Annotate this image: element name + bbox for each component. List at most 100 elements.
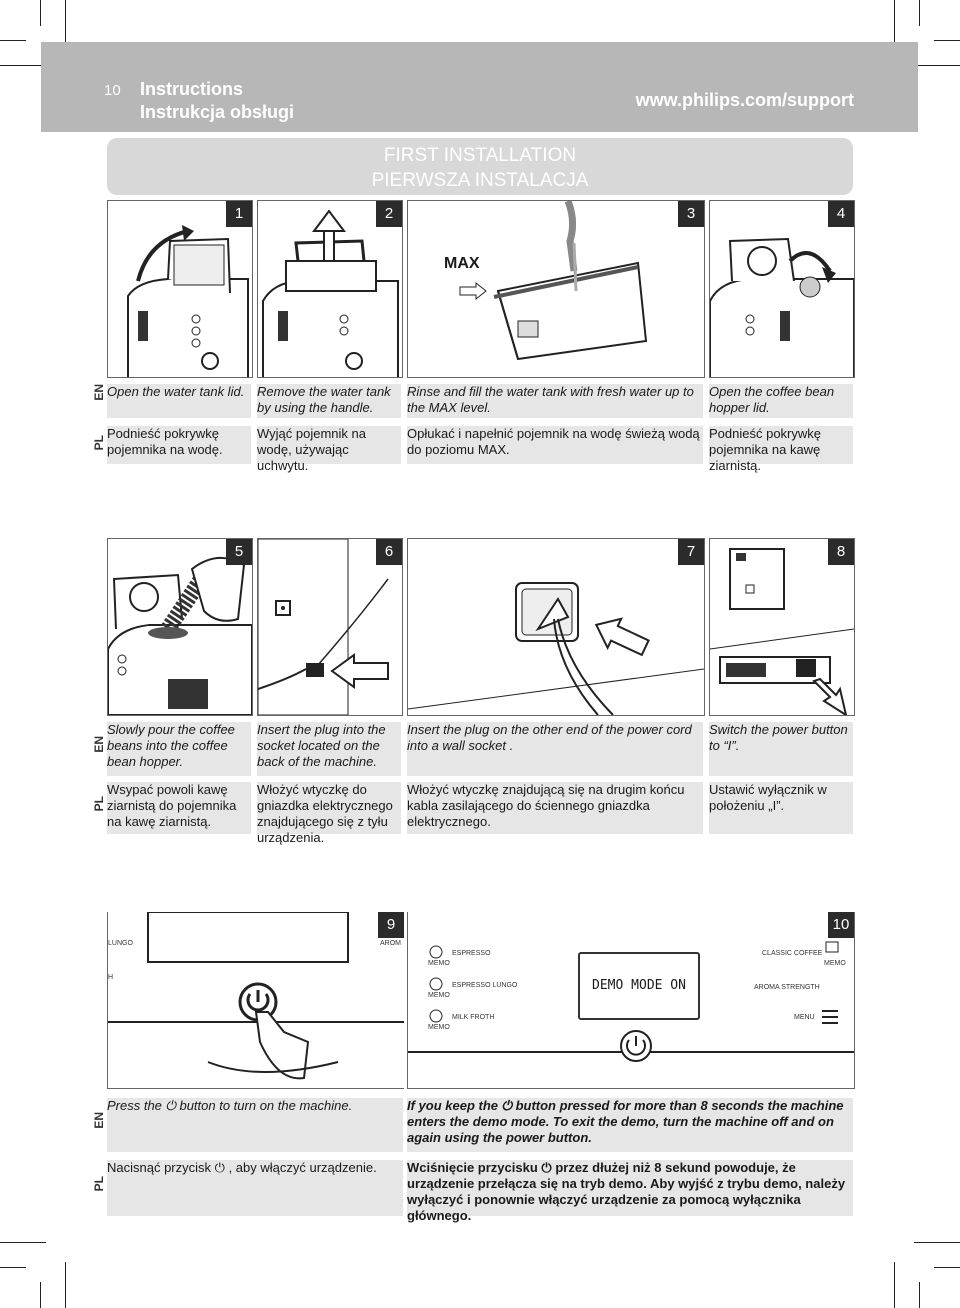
power-icon: ⏻ [541, 1160, 552, 1175]
crop-mark [40, 1282, 41, 1308]
crop-mark [0, 40, 26, 41]
step-7-illustration: 7 [407, 538, 705, 716]
step-3-text-pl: Opłukać i napełnić pojemnik na wodę świe… [407, 426, 703, 464]
crop-mark [934, 40, 960, 41]
control-panel-illustration [408, 941, 854, 1062]
crop-mark [919, 0, 920, 26]
machine-open-tank-lid-illustration [127, 225, 249, 377]
classic-coffee-label: CLASSIC COFFEE [762, 950, 823, 957]
plug-into-wall-illustration [408, 582, 704, 715]
press-power-button-illustration [108, 912, 404, 1080]
section-banner: FIRST INSTALLATION PIERWSZA INSTALACJA [107, 138, 853, 195]
step-10-text-pl-b: przez dłużej niż 8 sekund powoduje, że u… [407, 1160, 846, 1223]
header-title: Instructions Instrukcja obsługi [140, 78, 294, 124]
header-title-en: Instructions [140, 79, 244, 99]
aroma-strength-label: AROMA STRENGTH [754, 984, 820, 991]
power-switch-illustration [710, 548, 854, 715]
step-7-text-en: Insert the plug on the other end of the … [407, 722, 703, 776]
step-10-text-pl: Wciśnięcie przycisku ⏻ przez dłużej niż … [407, 1160, 853, 1223]
panel-lungo-label: LUNGO [108, 940, 133, 947]
step-1-text-pl: Podnieść pokrywkę pojemnika na wodę. [107, 426, 251, 464]
power-icon: ⏻ [501, 1098, 512, 1113]
crop-mark [65, 1262, 66, 1308]
step-8-text-en: Switch the power button to “I”. [709, 722, 853, 776]
step-2-illustration: 2 [257, 200, 403, 378]
step-5-text-en: Slowly pour the coffee beans into the co… [107, 722, 251, 776]
max-label: MAX [444, 255, 480, 272]
step-10-illustration: ESPRESSO ESPRESSO LUNGO MILK FROTH CLASS… [407, 912, 855, 1089]
step-1-text-en: Open the water tank lid. [107, 384, 251, 418]
lcd-display: DEMO MODE ON [578, 952, 700, 1020]
step-number: 1 [226, 201, 252, 227]
milk-froth-label: MILK FROTH [452, 1014, 495, 1021]
power-icon: ⏻ [165, 1098, 176, 1113]
crop-mark [919, 1282, 920, 1308]
panel-h-label: H [108, 974, 114, 981]
crop-mark [0, 1242, 46, 1243]
lang-label-pl: PL [92, 1176, 106, 1192]
pour-beans-illustration [108, 557, 252, 715]
support-url[interactable]: www.philips.com/support [635, 90, 854, 110]
machine-remove-tank-illustration [262, 209, 399, 377]
step-number: 4 [828, 201, 854, 227]
step-8-text-pl: Ustawić wyłącznik w położeniu „I”. [709, 782, 853, 834]
step-6-text-en: Insert the plug into the socket located … [257, 722, 401, 776]
step-5-text-pl: Wsypać powoli kawę ziarnistą do pojemnik… [107, 782, 251, 834]
step-number: 3 [678, 201, 704, 227]
lang-label-en: EN [92, 384, 106, 401]
step-number: 6 [376, 539, 402, 565]
crop-mark [894, 1262, 895, 1308]
panel-arom-label: AROM [380, 940, 401, 947]
step-9-text-en-a: Press the [107, 1098, 162, 1113]
step-number: 7 [678, 539, 704, 565]
crop-mark [65, 0, 66, 46]
memo-label: MEMO [428, 1024, 450, 1031]
step-10-text-en-a: If you keep the [407, 1098, 499, 1113]
step-9-text-en: Press the ⏻ button to turn on the machin… [107, 1098, 403, 1152]
crop-mark [40, 0, 41, 26]
step-2-text-pl: Wyjąć pojemnik na wodę, używając uchwytu… [257, 426, 401, 473]
step-8-illustration: 8 [709, 538, 855, 716]
memo-label: MEMO [824, 960, 846, 967]
step-7-text-pl: Włożyć wtyczkę znajdującą się na drugim … [407, 782, 703, 834]
lang-label-en: EN [92, 736, 106, 753]
crop-mark [894, 0, 895, 46]
step-6-text-pl: Włożyć wtyczkę do gniazdka elektrycznego… [257, 782, 401, 845]
espresso-lungo-label: ESPRESSO LUNGO [452, 982, 518, 989]
power-icon: ⏻ [214, 1160, 225, 1175]
step-4-text-en: Open the coffee bean hopper lid. [709, 384, 853, 418]
step-10-text-en: If you keep the ⏻ button pressed for mor… [407, 1098, 853, 1152]
step-number: 2 [376, 201, 402, 227]
espresso-label: ESPRESSO [452, 950, 491, 957]
step-9-text-pl-a: Nacisnąć przycisk [107, 1160, 212, 1175]
step-5-illustration: 5 [107, 538, 253, 716]
step-4-text-pl: Podnieść pokrywkę pojemnika na kawę ziar… [709, 426, 853, 473]
step-number: 9 [378, 912, 404, 938]
step-2-text-en: Remove the water tank by using the handl… [257, 384, 401, 418]
step-number: 5 [226, 539, 252, 565]
crop-mark [0, 1267, 26, 1268]
memo-label: MEMO [428, 992, 450, 999]
crop-mark [0, 65, 46, 66]
banner-title-en: FIRST INSTALLATION [383, 145, 577, 166]
crop-mark [914, 65, 960, 66]
menu-label: MENU [794, 1014, 815, 1021]
lang-label-en: EN [92, 1112, 106, 1129]
lang-label-pl: PL [92, 435, 106, 451]
step-1-illustration: 1 [107, 200, 253, 378]
page-number: 10 [104, 82, 121, 99]
memo-label: MEMO [428, 960, 450, 967]
step-6-illustration: 6 [257, 538, 403, 716]
crop-mark [914, 1242, 960, 1243]
step-9-text-pl: Nacisnąć przycisk ⏻ , aby włączyć urządz… [107, 1160, 403, 1216]
banner-title-pl: PIERWSZA INSTALACJA [371, 170, 589, 191]
step-9-text-pl-b: , aby włączyć urządzenie. [228, 1160, 377, 1175]
step-number: 8 [828, 539, 854, 565]
page-header: 10 Instructions Instrukcja obsługi www.p… [41, 42, 918, 132]
crop-mark [934, 1267, 960, 1268]
step-10-text-pl-a: Wciśnięcie przycisku [407, 1160, 538, 1175]
step-10-text-en-b: button pressed for more than 8 seconds t… [407, 1098, 844, 1145]
step-9-illustration: LUNGO H AROM 9 [107, 912, 404, 1089]
lang-label-pl: PL [92, 796, 106, 812]
step-number: 10 [828, 912, 854, 938]
